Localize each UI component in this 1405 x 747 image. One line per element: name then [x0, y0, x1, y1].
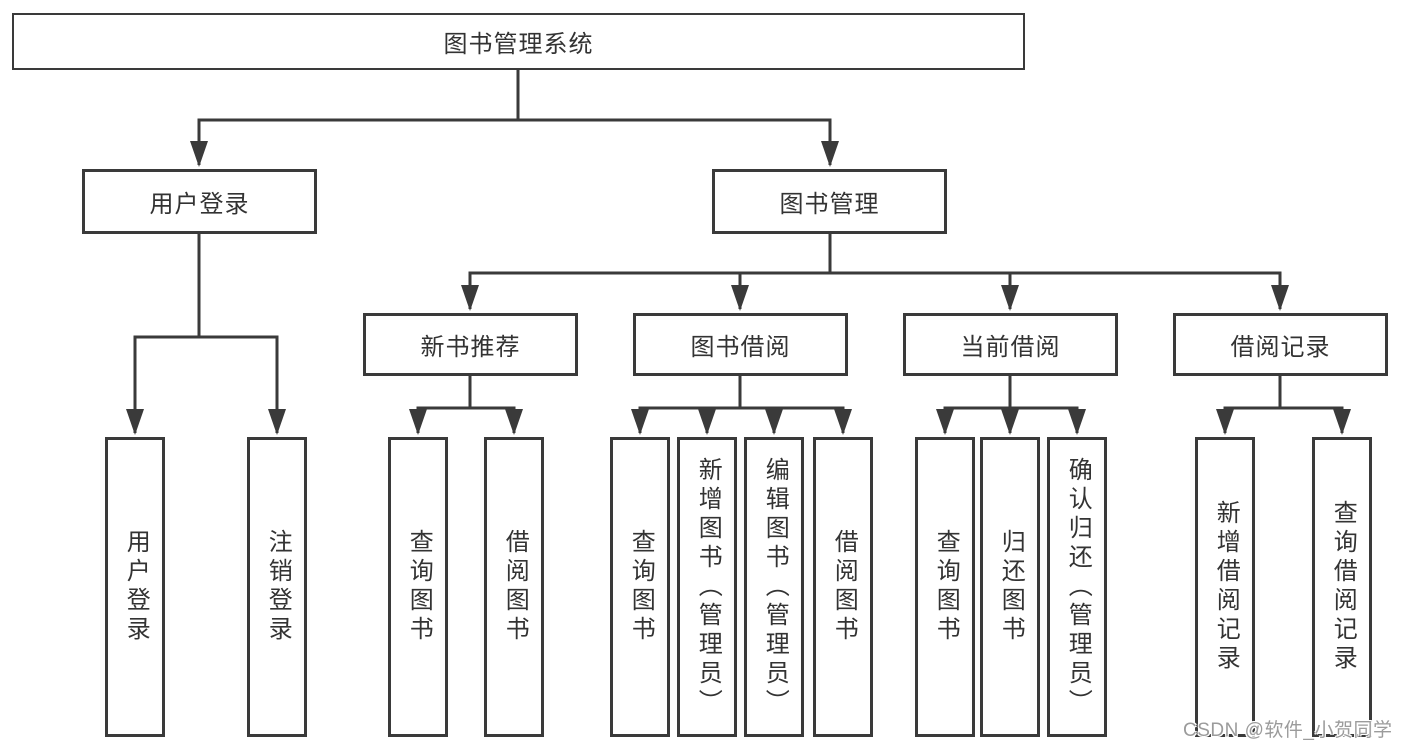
- leaf-label: 确认归还（管理员）: [1064, 456, 1092, 718]
- leaf-recommend-query-books: 查询图书: [388, 437, 448, 737]
- leaf-label: 借阅图书: [830, 529, 858, 645]
- connector-current-borrowing-to-leaves: [936, 376, 1086, 435]
- leaf-label: 借阅图书: [501, 529, 529, 645]
- node-label: 图书借阅: [690, 334, 791, 361]
- leaf-label: 新增图书（管理员）: [694, 456, 722, 718]
- leaf-label: 用户登录: [122, 529, 150, 645]
- connector-user-login-to-leaves: [126, 233, 286, 435]
- leaf-label: 新增借阅记录: [1212, 500, 1240, 674]
- node-current-borrowing: 当前借阅: [903, 313, 1118, 376]
- node-new-book-recommendation: 新书推荐: [363, 313, 578, 376]
- connector-new-book-recommendation-to-leaves: [409, 376, 523, 435]
- leaf-records-add-record: 新增借阅记录: [1195, 437, 1255, 737]
- node-book-borrowing: 图书借阅: [633, 313, 848, 376]
- connector-book-management-to-level3: [461, 233, 1289, 311]
- leaf-logout: 注销登录: [247, 437, 307, 737]
- leaf-recommend-borrow-books: 借阅图书: [484, 437, 544, 737]
- leaf-borrowing-query-books: 查询图书: [610, 437, 670, 737]
- leaf-label: 编辑图书（管理员）: [761, 456, 789, 718]
- connector-borrowing-records-to-leaves: [1216, 376, 1351, 435]
- leaf-label: 查询图书: [627, 529, 655, 645]
- leaf-current-confirm-return-admin: 确认归还（管理员）: [1047, 437, 1107, 737]
- leaf-label: 注销登录: [264, 529, 292, 645]
- node-borrowing-records: 借阅记录: [1173, 313, 1388, 376]
- csdn-watermark: CSDN @软件_小贺同学: [1183, 720, 1393, 741]
- connector-book-borrowing-to-leaves: [631, 376, 852, 435]
- leaf-current-query-books: 查询图书: [915, 437, 975, 737]
- leaf-label: 查询借阅记录: [1329, 500, 1357, 674]
- leaf-borrowing-edit-books-admin: 编辑图书（管理员）: [744, 437, 804, 737]
- leaf-borrowing-add-books-admin: 新增图书（管理员）: [677, 437, 737, 737]
- node-label: 图书管理: [779, 191, 880, 218]
- node-label: 图书管理系统: [443, 31, 594, 58]
- leaf-label: 查询图书: [932, 529, 960, 645]
- node-library-management-system: 图书管理系统: [12, 13, 1025, 70]
- leaf-records-query-record: 查询借阅记录: [1312, 437, 1372, 737]
- leaf-borrowing-borrow-books: 借阅图书: [813, 437, 873, 737]
- leaf-label: 归还图书: [997, 529, 1025, 645]
- node-label: 新书推荐: [420, 334, 521, 361]
- leaf-label: 查询图书: [405, 529, 433, 645]
- connector-root-to-level2: [190, 70, 839, 167]
- node-label: 当前借阅: [960, 334, 1061, 361]
- node-book-management: 图书管理: [712, 169, 947, 234]
- leaf-current-return-books: 归还图书: [980, 437, 1040, 737]
- node-label: 用户登录: [149, 191, 250, 218]
- node-user-login: 用户登录: [82, 169, 317, 234]
- node-label: 借阅记录: [1230, 334, 1331, 361]
- leaf-user-login: 用户登录: [105, 437, 165, 737]
